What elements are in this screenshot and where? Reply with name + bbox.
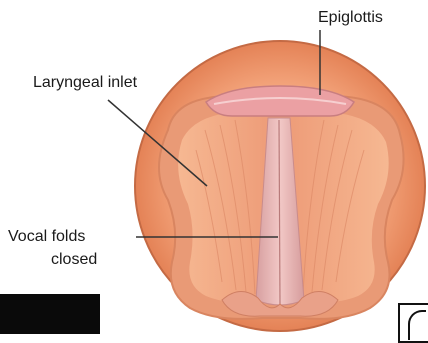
dark-image-fragment [0, 294, 100, 334]
vocal-folds-label-line1: Vocal folds [8, 227, 85, 246]
larynx-illustration [0, 0, 428, 334]
window-fragment-glyph [408, 310, 426, 340]
larynx-diagram: Epiglottis Laryngeal inlet Vocal folds c… [0, 0, 428, 334]
laryngeal-inlet-label: Laryngeal inlet [33, 73, 137, 92]
right-tissue [290, 112, 389, 302]
epiglottis-label: Epiglottis [318, 8, 383, 27]
vocal-folds-label-line2: closed [51, 250, 97, 269]
